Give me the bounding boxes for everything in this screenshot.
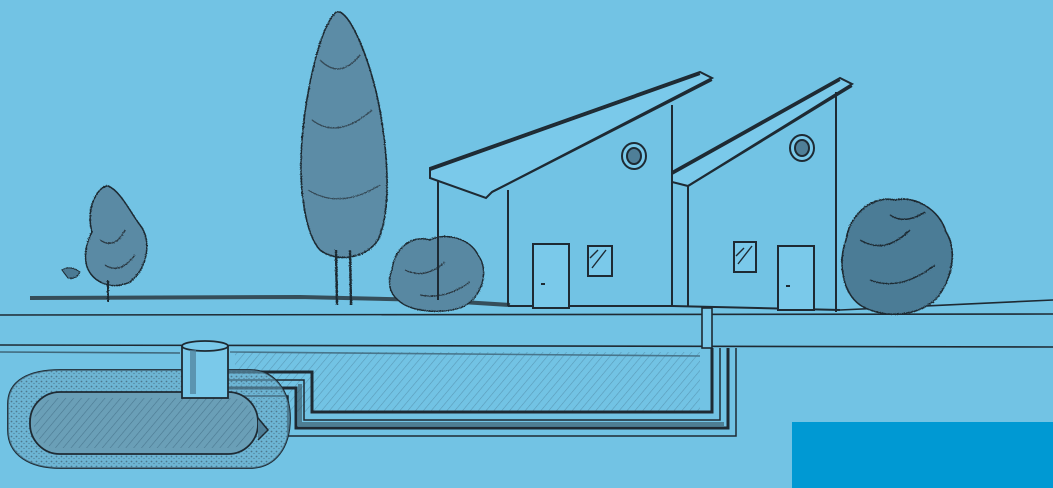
accent-block <box>792 422 1053 488</box>
house-right <box>672 78 852 312</box>
bush-right <box>842 199 952 314</box>
small-tree-left <box>62 186 147 302</box>
poplar-tree <box>301 12 387 305</box>
pipe-riser <box>702 308 712 348</box>
bush-left <box>390 236 484 311</box>
